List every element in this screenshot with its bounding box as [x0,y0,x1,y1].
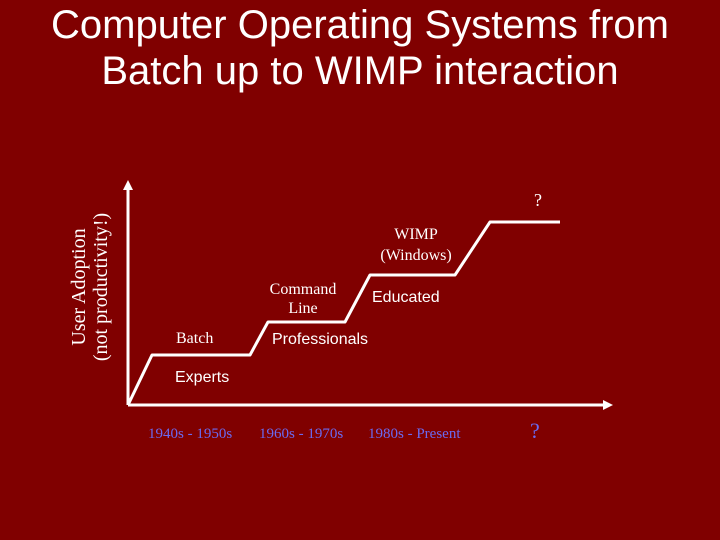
stage-wimp-label-line-2: (Windows) [380,247,452,264]
stage-wimp-label: WIMP (Windows) [368,224,464,266]
stage-wimp-label-line-1: WIMP [394,226,438,243]
y-axis-label-line-1: User Adoption [68,228,90,346]
audience-professionals-label: Professionals [272,331,369,348]
title-line-2: Batch up to WIMP interaction [101,49,619,93]
era-label: 1980s - Present [368,426,461,442]
era-label: 1960s - 1970s [259,426,344,442]
stage-command-line-label: Command Line [255,280,351,318]
title-line-1: Computer Operating Systems from [51,3,669,47]
audience-experts-label: Experts [175,369,230,386]
stage-command-line-label-line-1: Command [269,281,337,298]
era-future-label: ? [530,418,540,443]
stage-command-line-label-line-2: Line [288,300,318,317]
y-axis-label: User Adoption (not productivity!) [68,213,112,361]
slide-title: Computer Operating Systems from Batch up… [0,2,720,94]
audience-educated-label: Educated [372,289,440,306]
y-axis-label-line-2: (not productivity!) [90,212,112,362]
era-label: 1940s - 1950s [148,426,233,442]
stage-future-label: ? [534,190,542,210]
stage-batch-label: Batch [176,330,214,347]
adoption-step-line [126,220,560,406]
